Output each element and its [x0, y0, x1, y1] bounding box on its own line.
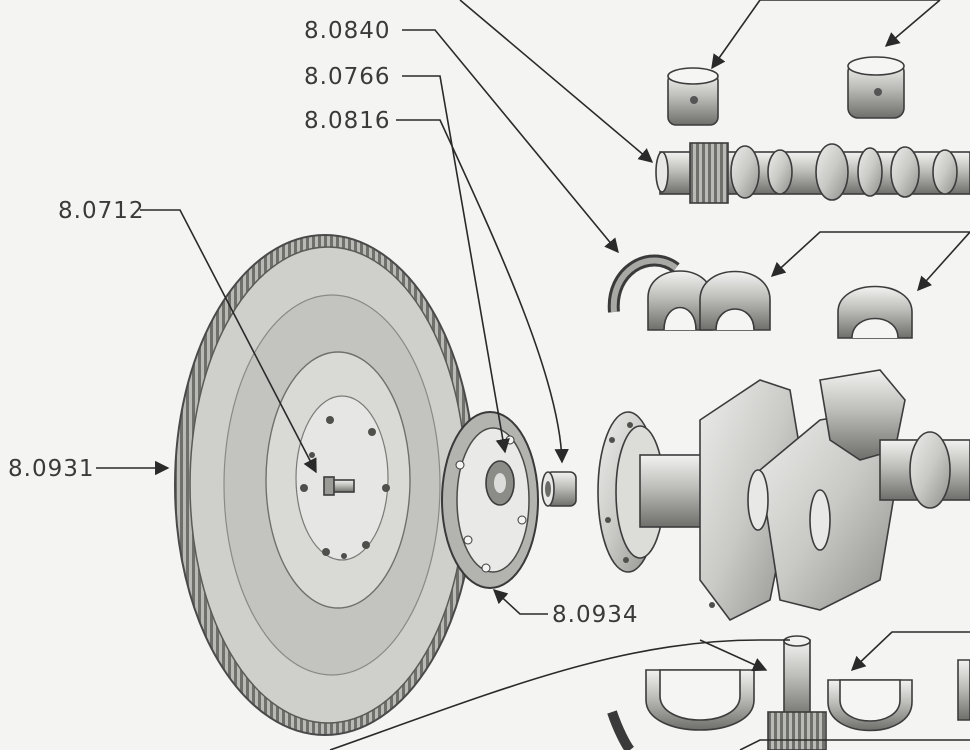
main-bearing-shell-lower-left	[645, 669, 755, 731]
oil-pump-drive-shaft	[767, 635, 827, 750]
crankshaft	[597, 369, 970, 622]
bottom-right-shell-fragment	[957, 659, 970, 721]
pilot-bushing	[541, 471, 577, 507]
flywheel	[174, 234, 476, 736]
thrust-half-washer	[607, 254, 680, 313]
callout-8-0840: 8.0840	[304, 18, 390, 44]
flywheel-bolt	[323, 476, 355, 496]
bottom-left-washer-fragment	[607, 710, 635, 750]
main-bearing-shell-lower-right	[827, 679, 913, 732]
callout-8-0766: 8.0766	[304, 64, 390, 90]
flywheel-bolt-holes	[300, 416, 390, 559]
callout-8-0712: 8.0712	[58, 198, 144, 224]
callout-8-0934: 8.0934	[552, 602, 638, 628]
leader-lines	[96, 0, 970, 750]
camshaft-bearing-shell-left	[667, 67, 719, 126]
camshaft-bearing-shell-right	[847, 56, 905, 119]
callout-8-0816: 8.0816	[304, 108, 390, 134]
callout-8-0931: 8.0931	[8, 456, 94, 482]
main-bearing-shell-right	[837, 285, 913, 339]
flywheel-gasket	[441, 411, 539, 589]
main-bearing-shell-upper	[647, 270, 771, 331]
camshaft	[655, 142, 970, 204]
